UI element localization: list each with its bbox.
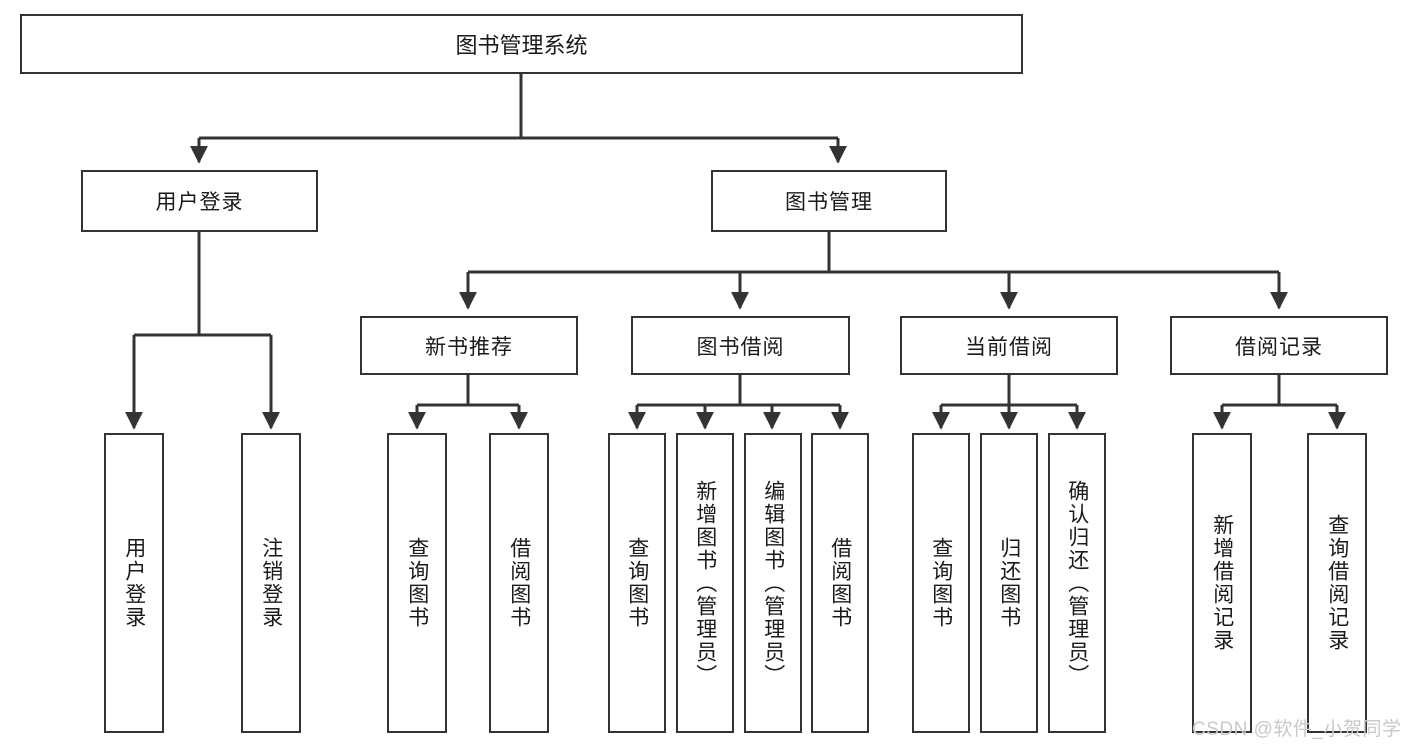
node-label: 用户登录 bbox=[155, 191, 244, 214]
leaf-borrow-add-book[interactable]: 新增图书（管理员） bbox=[676, 433, 734, 733]
node-label: 当前借阅 bbox=[965, 335, 1053, 359]
leaf-new-book-borrow[interactable]: 借阅图书 bbox=[489, 433, 549, 733]
node-user-login[interactable]: 用户登录 bbox=[81, 170, 318, 232]
leaf-borrow-edit-book[interactable]: 编辑图书（管理员） bbox=[744, 433, 802, 733]
node-new-book-recommend[interactable]: 新书推荐 bbox=[360, 316, 578, 375]
leaf-label: 归还图书 bbox=[997, 537, 1021, 629]
leaf-user-login-logout[interactable]: 注销登录 bbox=[241, 433, 301, 733]
leaf-label: 查询借阅记录 bbox=[1325, 514, 1349, 652]
leaf-label: 注销登录 bbox=[259, 537, 283, 629]
leaf-record-add[interactable]: 新增借阅记录 bbox=[1192, 433, 1252, 733]
node-label: 图书管理 bbox=[785, 191, 873, 214]
node-label: 图书借阅 bbox=[696, 335, 785, 359]
node-label: 图书管理系统 bbox=[455, 33, 588, 58]
node-label: 借阅记录 bbox=[1235, 335, 1323, 359]
node-root-system[interactable]: 图书管理系统 bbox=[20, 14, 1023, 74]
node-current-borrow[interactable]: 当前借阅 bbox=[900, 316, 1118, 375]
leaf-label: 借阅图书 bbox=[507, 537, 531, 629]
leaf-label: 借阅图书 bbox=[828, 537, 852, 629]
leaf-borrow-borrow-book[interactable]: 借阅图书 bbox=[811, 433, 869, 733]
leaf-record-query[interactable]: 查询借阅记录 bbox=[1307, 433, 1367, 733]
node-book-management[interactable]: 图书管理 bbox=[711, 170, 947, 232]
leaf-borrow-query-book[interactable]: 查询图书 bbox=[608, 433, 666, 733]
leaf-label: 用户登录 bbox=[122, 537, 146, 629]
leaf-current-return-book[interactable]: 归还图书 bbox=[980, 433, 1038, 733]
leaf-user-login-login[interactable]: 用户登录 bbox=[104, 433, 164, 733]
leaf-label: 确认归还（管理员） bbox=[1065, 479, 1089, 687]
leaf-label: 新增图书（管理员） bbox=[693, 479, 717, 687]
leaf-label: 查询图书 bbox=[929, 537, 953, 629]
leaf-current-query-book[interactable]: 查询图书 bbox=[912, 433, 970, 733]
leaf-current-confirm-return[interactable]: 确认归还（管理员） bbox=[1048, 433, 1106, 733]
node-book-borrow[interactable]: 图书借阅 bbox=[631, 316, 850, 375]
leaf-label: 查询图书 bbox=[625, 537, 649, 629]
leaf-label: 查询图书 bbox=[405, 537, 429, 629]
csdn-watermark: CSDN @软件_小贺同学 bbox=[1192, 719, 1402, 740]
leaf-label: 编辑图书（管理员） bbox=[761, 479, 785, 687]
node-borrow-record[interactable]: 借阅记录 bbox=[1170, 316, 1388, 375]
node-label: 新书推荐 bbox=[425, 335, 513, 359]
leaf-new-book-query[interactable]: 查询图书 bbox=[387, 433, 447, 733]
leaf-label: 新增借阅记录 bbox=[1210, 514, 1234, 652]
